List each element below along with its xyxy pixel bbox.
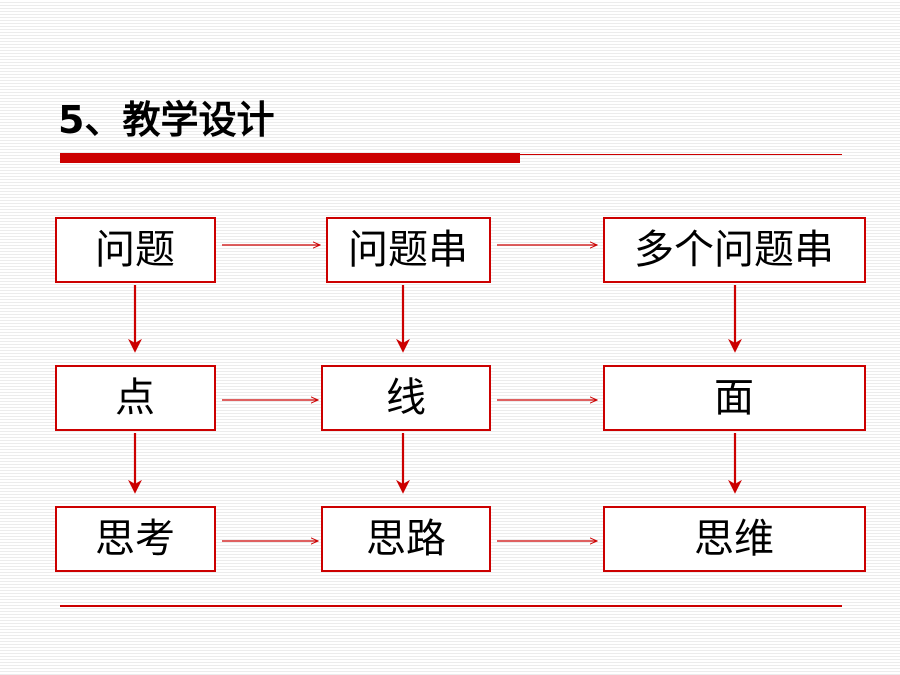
node-mindset-label: 思维 <box>694 516 774 562</box>
node-point-label: 点 <box>115 375 155 421</box>
node-question-chain-label: 问题串 <box>348 227 468 273</box>
title-underline-thick <box>60 153 520 163</box>
node-line-label: 线 <box>386 375 426 421</box>
slide-title: 5、教学设计 <box>58 98 275 142</box>
node-question-chain: 问题串 <box>326 217 491 283</box>
node-thinking-label: 思考 <box>95 516 175 562</box>
node-point: 点 <box>55 365 216 431</box>
node-line: 线 <box>321 365 491 431</box>
node-train-of-thought: 思路 <box>321 506 491 572</box>
title-underline-thin <box>520 154 842 155</box>
node-multiple-question-chains-label: 多个问题串 <box>634 227 834 273</box>
node-thinking: 思考 <box>55 506 216 572</box>
node-train-of-thought-label: 思路 <box>366 516 446 562</box>
footer-divider <box>60 605 842 607</box>
node-mindset: 思维 <box>603 506 866 572</box>
node-question: 问题 <box>55 217 216 283</box>
node-multiple-question-chains: 多个问题串 <box>603 217 866 283</box>
node-question-label: 问题 <box>95 227 175 273</box>
node-surface-label: 面 <box>714 375 754 421</box>
node-surface: 面 <box>603 365 866 431</box>
